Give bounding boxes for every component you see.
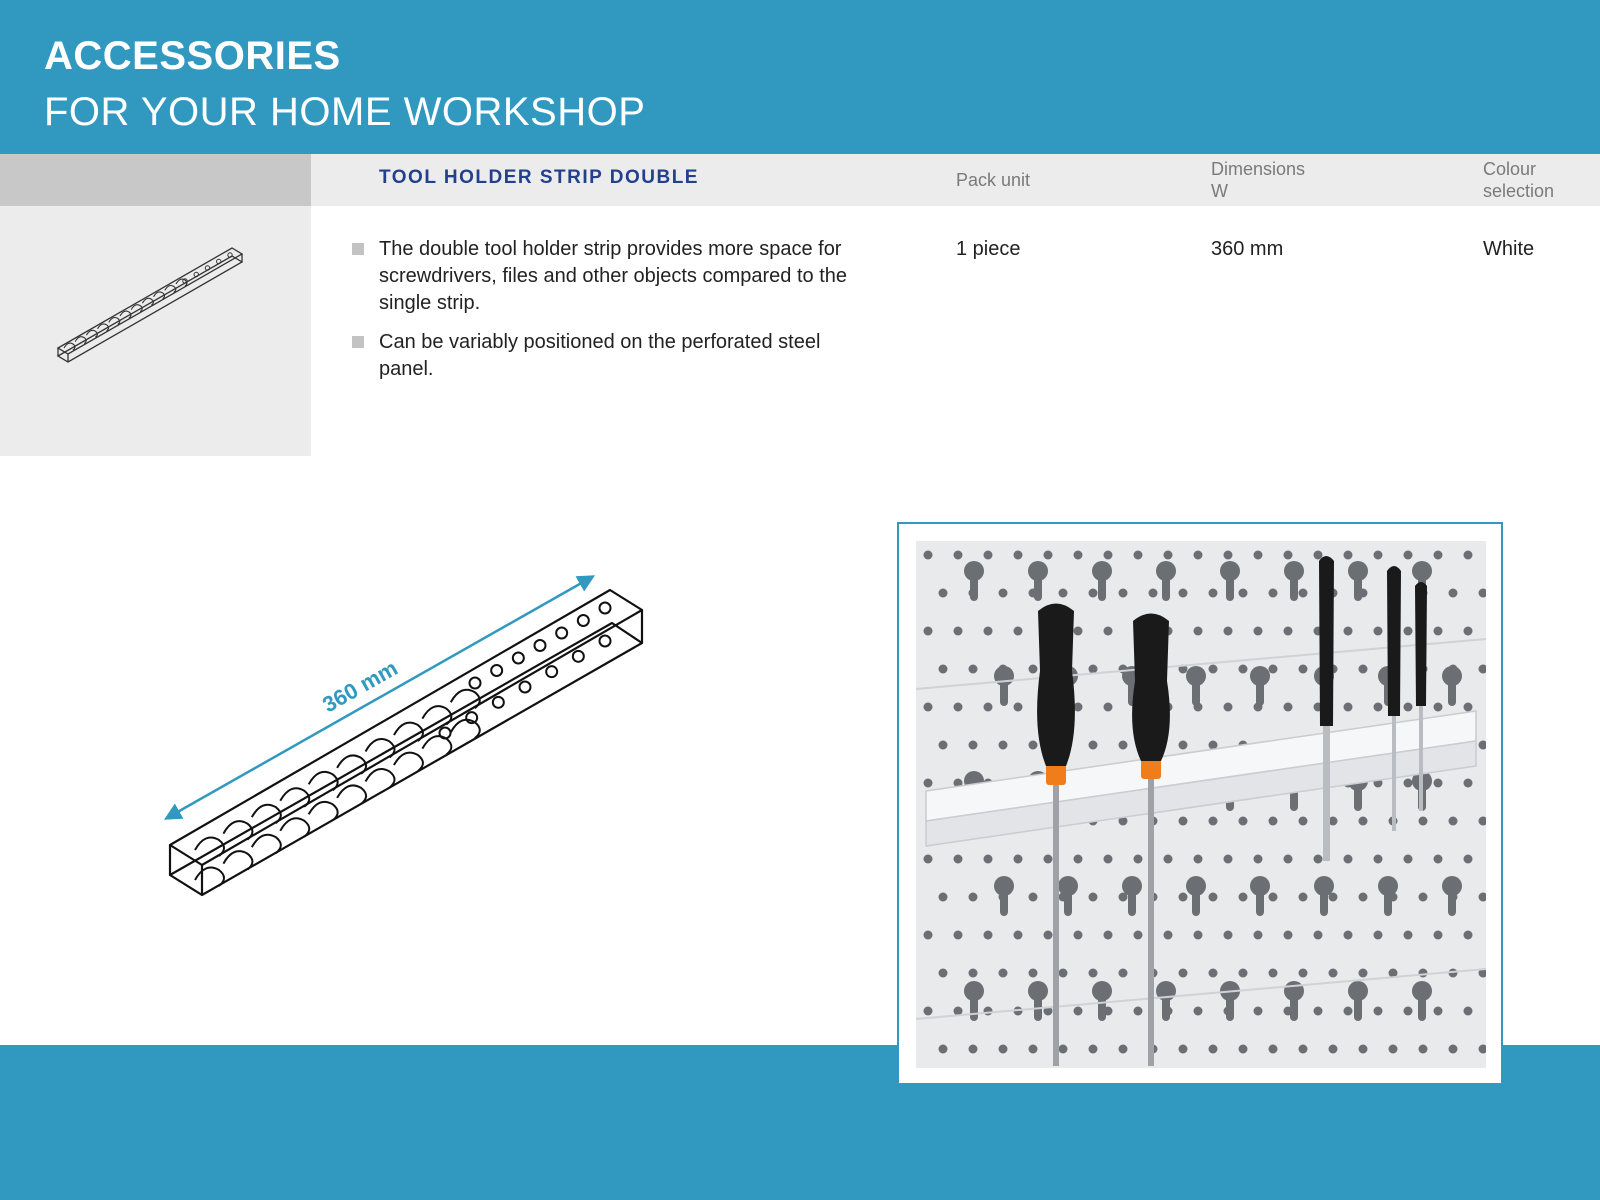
colour-label: Colour xyxy=(1483,159,1537,179)
dimension-arrow xyxy=(163,575,596,820)
thumbnail-header-cell xyxy=(0,154,311,206)
file-tool xyxy=(1319,556,1334,861)
pack-unit-label: Pack unit xyxy=(956,170,1031,190)
feature-list: The double tool holder strip provides mo… xyxy=(350,236,850,395)
pegboard-photo xyxy=(916,541,1486,1068)
page-subtitle: FOR YOUR HOME WORKSHOP xyxy=(44,90,646,134)
feature-item: Can be variably positioned on the perfor… xyxy=(350,329,850,383)
column-header-dimensions: Dimensions W xyxy=(1211,158,1305,202)
strip-upper-flange xyxy=(168,588,644,867)
table-header-row xyxy=(311,154,1600,206)
bullet-square-icon xyxy=(352,243,364,255)
screwdriver-medium xyxy=(1132,613,1170,1066)
strip-lower-flange xyxy=(168,621,644,897)
pack-unit-value: 1 piece xyxy=(956,238,1021,260)
bullet-square-icon xyxy=(352,336,364,348)
feature-text: Can be variably positioned on the perfor… xyxy=(379,331,821,380)
feature-text: The double tool holder strip provides mo… xyxy=(379,238,847,314)
dimensions-label: Dimensions xyxy=(1211,159,1306,179)
header-band xyxy=(0,0,1600,154)
colour-sub-label: selection xyxy=(1483,181,1555,201)
screwdriver-large xyxy=(1037,603,1075,1066)
dimensions-sub-label: W xyxy=(1211,181,1228,201)
mounted-strip xyxy=(925,710,1477,847)
dimension-drawing: 360 mm xyxy=(155,565,655,920)
precision-screwdrivers xyxy=(1387,566,1427,831)
feature-item: The double tool holder strip provides mo… xyxy=(350,236,850,317)
column-header-colour: Colour selection xyxy=(1483,158,1554,202)
product-thumbnail-panel xyxy=(0,206,311,456)
dimensions-value: 360 mm xyxy=(1211,238,1284,260)
product-thumbnail-icon xyxy=(56,247,244,363)
product-photo xyxy=(897,522,1503,1085)
product-name: TOOL HOLDER STRIP DOUBLE xyxy=(379,167,699,188)
page-title: ACCESSORIES xyxy=(44,34,341,78)
tool-holder-strip-drawing: 360 mm xyxy=(163,575,644,897)
colour-value: White xyxy=(1483,238,1535,260)
column-header-pack-unit: Pack unit xyxy=(956,169,1030,191)
